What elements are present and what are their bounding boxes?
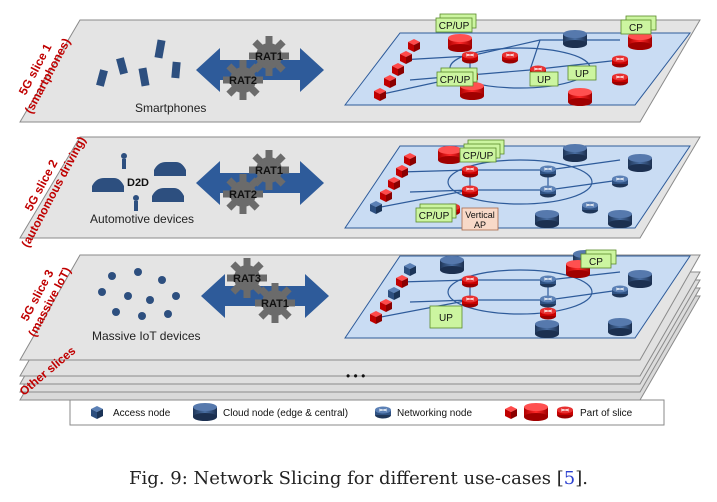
rat3-label: RAT3 xyxy=(233,273,261,285)
rat1-label-slice3: RAT1 xyxy=(261,298,289,310)
slice-2-function-boxes: CP/UP CP/UP Vertical AP xyxy=(415,139,505,231)
legend-access-node: Access node xyxy=(113,408,171,419)
svg-text:CP/UP: CP/UP xyxy=(440,75,471,86)
legend-cloud-node: Cloud node (edge & central) xyxy=(223,408,348,419)
svg-text:Vertical: Vertical xyxy=(465,210,495,220)
d2d-label: D2D xyxy=(127,177,149,189)
smartphone-icons xyxy=(96,39,181,87)
svg-text:CP: CP xyxy=(629,23,643,34)
iot-device-icons xyxy=(98,268,180,320)
rat2-label-slice2: RAT2 xyxy=(229,189,257,201)
smartphones-label: Smartphones xyxy=(135,101,206,115)
car-icons xyxy=(92,153,186,211)
caption-text: Fig. 9: Network Slicing for different us… xyxy=(129,468,564,489)
slice-3-network xyxy=(375,269,621,319)
legend-part-of-slice: Part of slice xyxy=(580,408,633,419)
cloud-node-icon xyxy=(193,403,217,421)
svg-text:CP/UP: CP/UP xyxy=(419,211,450,222)
caption-end: ]. xyxy=(575,468,588,489)
rat2-label: RAT2 xyxy=(229,75,257,87)
networking-node-icon xyxy=(374,406,392,419)
slice-1-function-boxes: CP/UP CP/UP UP UP CP xyxy=(435,13,657,87)
svg-text:CP: CP xyxy=(589,257,603,268)
figure-caption: Fig. 9: Network Slicing for different us… xyxy=(0,468,717,489)
svg-text:UP: UP xyxy=(575,69,589,80)
massive-iot-label: Massive IoT devices xyxy=(92,329,201,343)
automotive-devices-label: Automotive devices xyxy=(90,212,194,226)
slice-1-network-plane xyxy=(343,32,692,106)
slice-2-network xyxy=(375,159,621,209)
svg-text:CP/UP: CP/UP xyxy=(463,151,494,162)
caption-reference[interactable]: 5 xyxy=(563,468,576,489)
svg-text:CP/UP: CP/UP xyxy=(439,21,470,32)
svg-text:UP: UP xyxy=(537,75,551,86)
rat1-label-slice2: RAT1 xyxy=(255,165,283,177)
slice-3-function-boxes: CP UP xyxy=(429,249,617,329)
more-slices-ellipsis: • • • xyxy=(346,369,365,383)
svg-text:AP: AP xyxy=(474,220,486,230)
legend-networking-node: Networking node xyxy=(397,408,472,419)
legend: Access node Cloud node (edge & central) … xyxy=(69,399,665,426)
svg-text:UP: UP xyxy=(439,313,453,324)
slice-cylinder-icon xyxy=(524,403,548,421)
slice-router-icon xyxy=(556,406,574,419)
rat1-label: RAT1 xyxy=(255,51,283,63)
